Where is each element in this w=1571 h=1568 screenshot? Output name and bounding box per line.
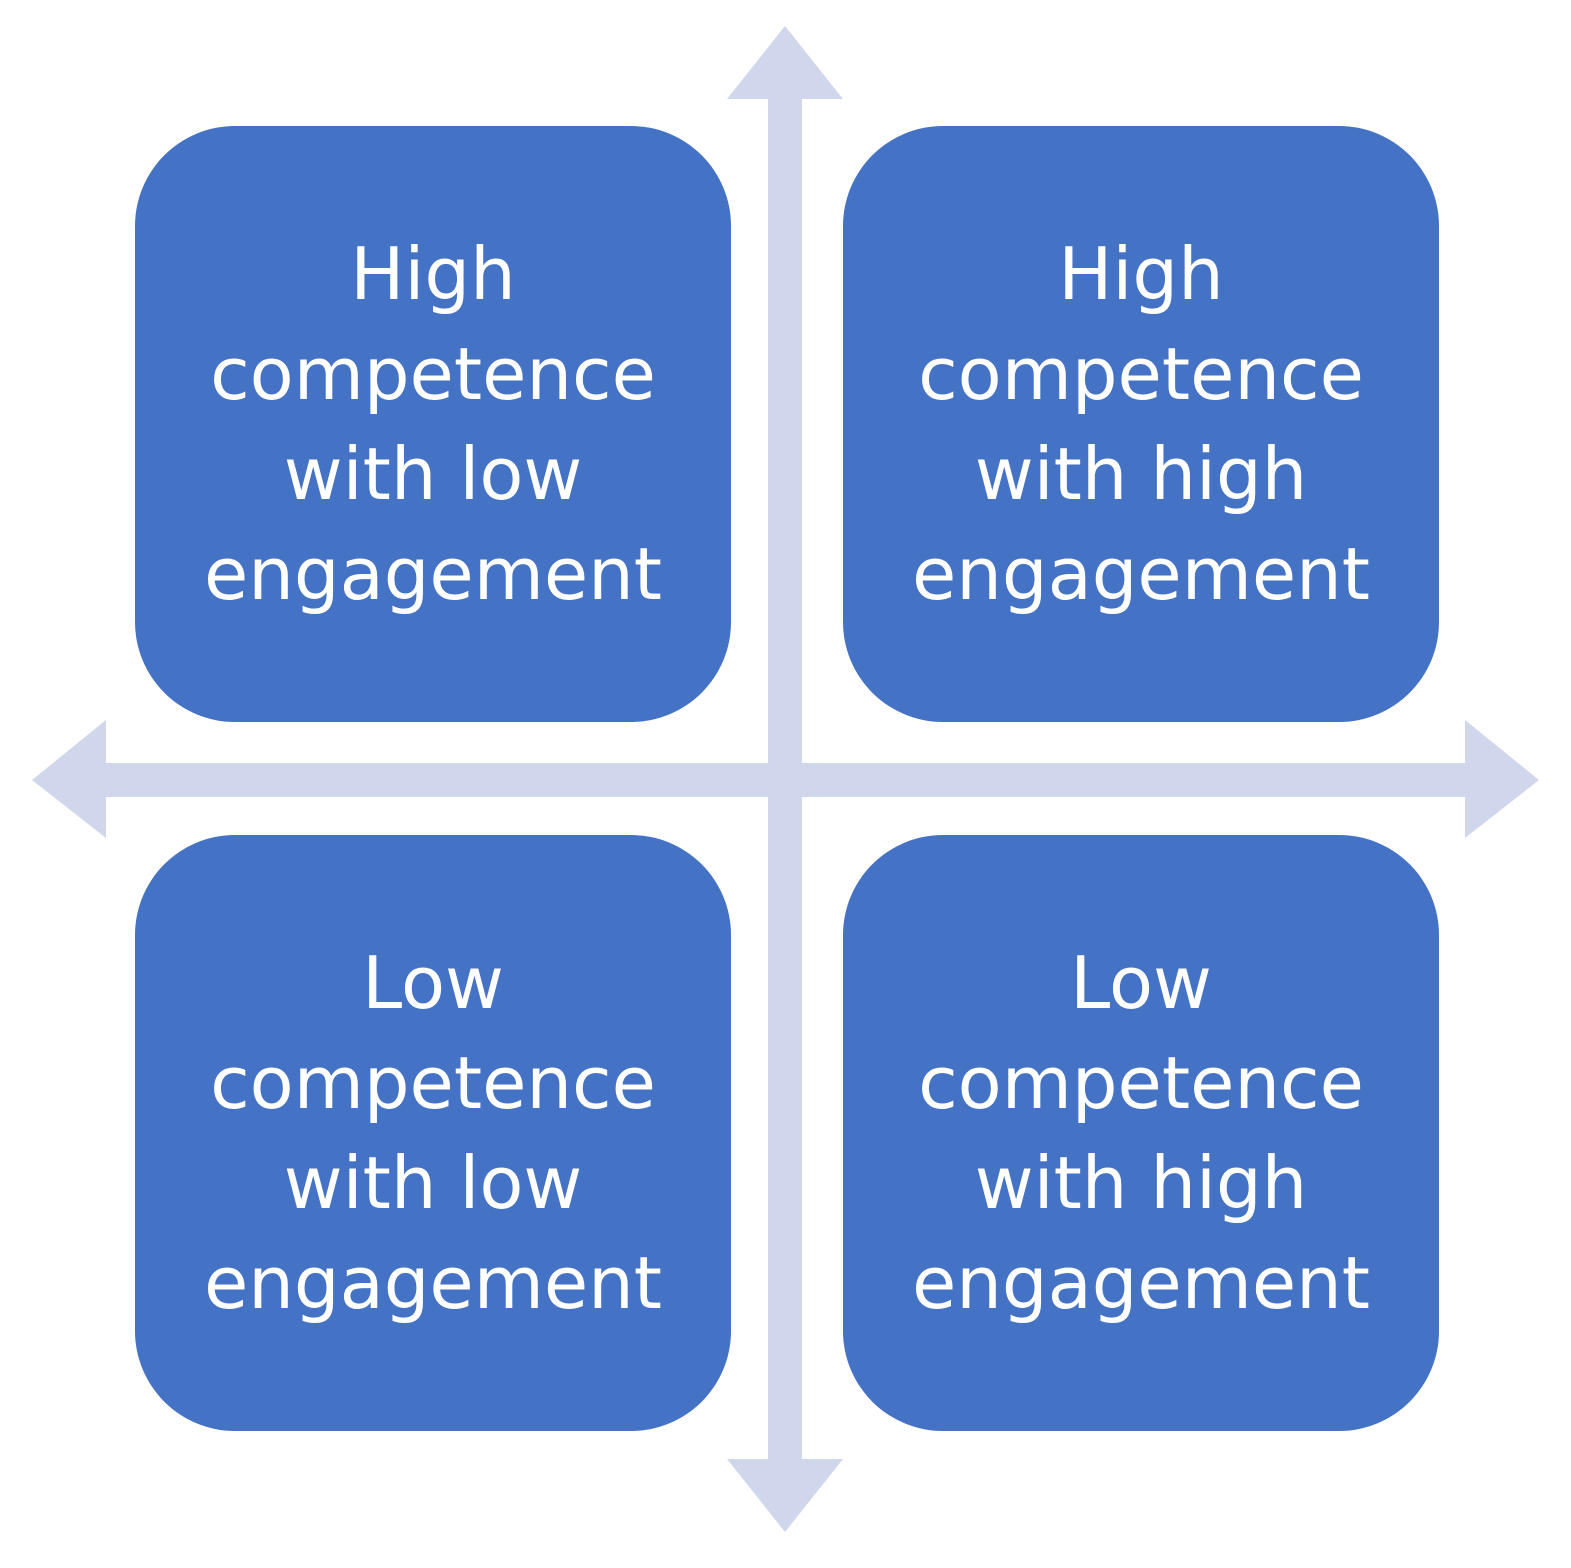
vertical-axis-up-arrowhead <box>727 26 843 99</box>
quadrant-low-competence-high-engagement: Low competence with high engagement <box>843 835 1439 1431</box>
quadrant-high-competence-low-engagement: High competence with low engagement <box>135 126 731 722</box>
quadrant-low-competence-low-engagement: Low competence with low engagement <box>135 835 731 1431</box>
horizontal-axis-right-arrowhead <box>1465 720 1539 838</box>
quadrant-label: Low competence with low engagement <box>203 941 663 1325</box>
vertical-axis-down-arrowhead <box>727 1459 843 1532</box>
quadrant-high-competence-high-engagement: High competence with high engagement <box>843 126 1439 722</box>
horizontal-axis-shaft <box>100 763 1470 797</box>
quadrant-label: Low competence with high engagement <box>911 941 1371 1325</box>
quadrant-label: High competence with high engagement <box>911 232 1371 616</box>
quadrant-label: High competence with low engagement <box>203 232 663 616</box>
horizontal-axis-left-arrowhead <box>32 720 106 838</box>
